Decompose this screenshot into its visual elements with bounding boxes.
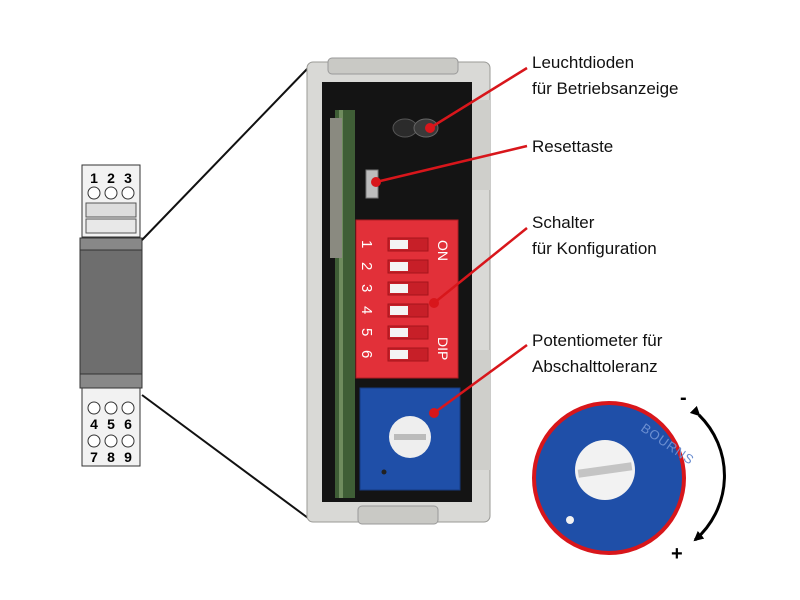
callout-leds-line1: Leuchtdioden bbox=[532, 53, 635, 72]
screw-8 bbox=[104, 434, 118, 448]
terminal-2: 2 bbox=[107, 170, 115, 186]
callout-leds-line2: für Betriebsanzeige bbox=[532, 79, 679, 98]
leader-dot-pot bbox=[429, 408, 439, 418]
dip-dip-label: DIP bbox=[435, 337, 451, 360]
zoom-marker bbox=[566, 516, 574, 524]
frame-top-clip bbox=[327, 57, 459, 75]
screw-3 bbox=[121, 186, 135, 200]
terminal-1: 1 bbox=[90, 170, 98, 186]
housing-band bbox=[79, 373, 143, 389]
leader-dot-switches bbox=[429, 298, 439, 308]
frame-side-clip bbox=[470, 350, 490, 470]
terminal-8: 8 bbox=[107, 449, 115, 465]
zoom-knob-slot bbox=[577, 462, 633, 478]
callout-switches: Schalter für Konfiguration bbox=[532, 210, 657, 262]
frame-side-clip bbox=[470, 100, 490, 190]
leader-pot bbox=[433, 343, 528, 415]
potentiometer-zoom: BOURNS bbox=[532, 401, 697, 555]
dip-switch-rows: 1 2 3 4 5 6 bbox=[358, 237, 429, 362]
adjust-arc-arrow bbox=[689, 405, 726, 542]
dip-number-2: 2 bbox=[358, 262, 375, 270]
callout-pot-line1: Potentiometer für bbox=[532, 331, 663, 350]
pcb-edge-highlight bbox=[339, 110, 343, 498]
terminal-3: 3 bbox=[124, 170, 132, 186]
terminal-5: 5 bbox=[107, 416, 115, 432]
dip-switch-tab-6 bbox=[390, 350, 408, 359]
dip-switch-tab-4 bbox=[390, 306, 408, 315]
dip-number-4: 4 bbox=[358, 306, 375, 314]
dip-on-label: ON bbox=[435, 240, 451, 261]
dip-switch-tab-1 bbox=[390, 240, 408, 249]
dip-number-6: 6 bbox=[358, 350, 375, 358]
potentiometer-slot bbox=[394, 434, 426, 440]
callout-leds: Leuchtdioden für Betriebsanzeige bbox=[532, 50, 678, 102]
callout-reset-line1: Resettaste bbox=[532, 137, 614, 156]
terminal-6: 6 bbox=[124, 416, 132, 432]
leader-leds bbox=[429, 66, 528, 130]
terminal-4: 4 bbox=[90, 416, 98, 432]
screw-6 bbox=[121, 401, 135, 415]
callout-reset: Resettaste bbox=[532, 134, 613, 160]
leader-dot-reset bbox=[371, 177, 381, 187]
screw-2 bbox=[104, 186, 118, 200]
plus-sign: + bbox=[671, 543, 683, 565]
dip-switch-tab-5 bbox=[390, 328, 408, 337]
screw-7 bbox=[87, 434, 101, 448]
screw-5 bbox=[104, 401, 118, 415]
minus-sign: - bbox=[680, 387, 687, 409]
potentiometer-marker bbox=[381, 469, 387, 475]
din-rail-module: 1 2 3 4 5 6 7 8 9 bbox=[79, 164, 143, 467]
module-housing bbox=[79, 237, 143, 389]
dip-switch-tab-2 bbox=[390, 262, 408, 271]
callout-pot-line2: Abschalttoleranz bbox=[532, 357, 658, 376]
zoom-line-top bbox=[141, 67, 309, 241]
zoom-line-bottom bbox=[141, 394, 309, 519]
terminal-9: 9 bbox=[124, 449, 132, 465]
callout-switches-line2: für Konfiguration bbox=[532, 239, 657, 258]
screw-9 bbox=[121, 434, 135, 448]
leader-switches bbox=[433, 227, 528, 304]
dip-number-3: 3 bbox=[358, 284, 375, 292]
terminal-slot bbox=[85, 218, 137, 234]
led-1 bbox=[392, 118, 418, 138]
callout-pot: Potentiometer für Abschalttoleranz bbox=[532, 328, 662, 380]
terminal-slot bbox=[85, 202, 137, 218]
leader-dot-leds bbox=[425, 123, 435, 133]
callout-switches-line1: Schalter bbox=[532, 213, 595, 232]
leader-reset bbox=[375, 144, 528, 184]
terminal-7: 7 bbox=[90, 449, 98, 465]
screw-4 bbox=[87, 401, 101, 415]
frame-bottom-clip bbox=[357, 505, 439, 525]
dip-switch-tab-3 bbox=[390, 284, 408, 293]
connector-strip bbox=[330, 118, 342, 258]
bottom-terminal-block bbox=[81, 387, 141, 467]
screw-1 bbox=[87, 186, 101, 200]
dip-number-1: 1 bbox=[358, 240, 375, 248]
housing-band bbox=[79, 237, 143, 251]
dip-number-5: 5 bbox=[358, 328, 375, 336]
